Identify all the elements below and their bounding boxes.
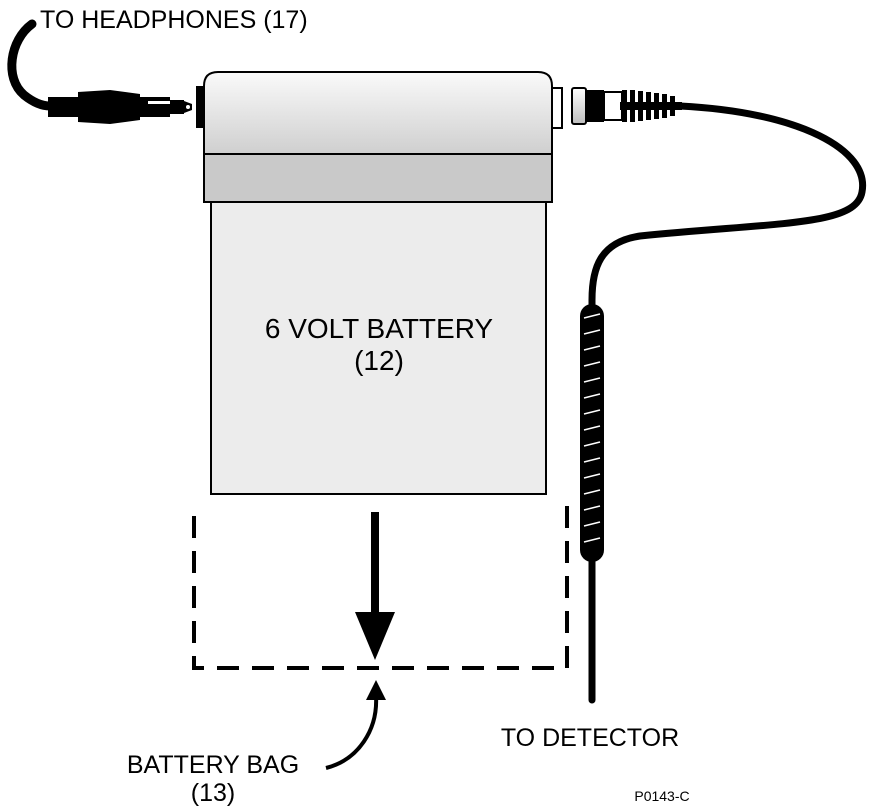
detector-cable — [588, 102, 867, 704]
headphones-label: TO HEADPHONES (17) — [40, 6, 308, 34]
battery-bag-leader-arrow — [325, 680, 386, 770]
insert-arrow — [355, 512, 395, 660]
battery-band — [203, 153, 553, 203]
headphone-cable — [7, 19, 55, 111]
detector-label: TO DETECTOR — [501, 724, 679, 752]
battery-body — [210, 201, 547, 495]
detector-connector-plug — [571, 87, 682, 125]
battery-label-line2: (12) — [354, 345, 404, 376]
battery-bag-label-line1: BATTERY BAG — [127, 751, 299, 779]
detector-socket — [551, 87, 563, 129]
headphone-jack-plug — [48, 90, 192, 124]
battery-label-line1: 6 VOLT BATTERY — [265, 313, 494, 344]
battery-bag-outline — [192, 504, 569, 670]
figure-id: P0143-C — [634, 788, 689, 804]
coiled-cable — [580, 304, 604, 562]
battery-top-cap — [203, 71, 553, 155]
battery-bag-label-line2: (13) — [191, 779, 235, 807]
